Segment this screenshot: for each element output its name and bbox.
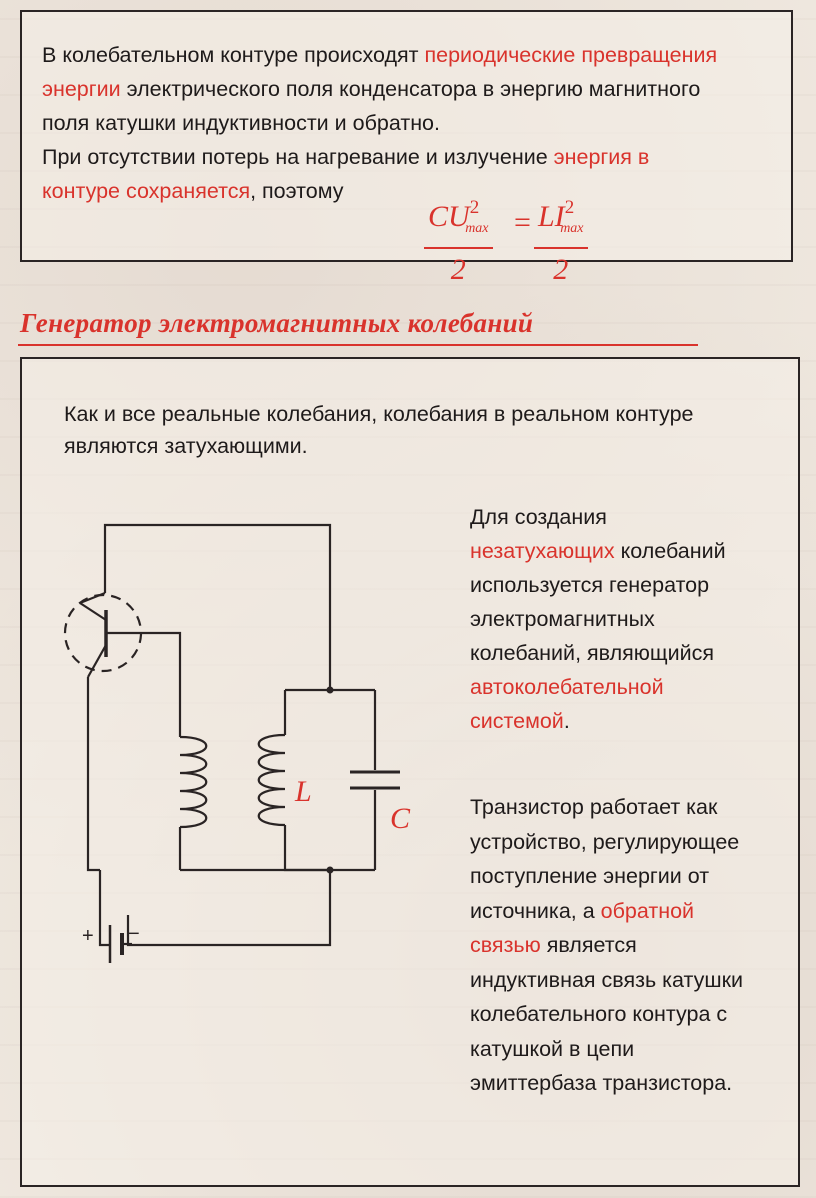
line-4: При отсутствии потерь на нагревание и из… xyxy=(42,145,650,169)
transistor-description: Транзистор работает как устройство, регу… xyxy=(470,795,744,1095)
tank-inductor-icon xyxy=(257,733,286,827)
generator-circuit-diagram: L C + − xyxy=(63,523,411,963)
generator-box xyxy=(20,357,800,1187)
highlight-undamped: незатухающих xyxy=(470,539,615,563)
equals-sign: = xyxy=(514,206,531,239)
highlight-system: системой xyxy=(470,709,564,733)
section-heading: Генератор электромагнитных колебаний xyxy=(20,308,534,338)
highlight-link: связью xyxy=(470,933,541,957)
generator-description: Для создания незатухающих колебаний испо… xyxy=(470,500,770,738)
inductor-energy-fraction: LI2max 2 xyxy=(534,190,588,291)
highlight-feedback: обратной xyxy=(600,898,695,923)
battery-plus-label: + xyxy=(82,925,94,947)
highlight-energy-in: энергия в xyxy=(553,145,650,169)
energy-formula: CU2max 2 = LI2max 2 xyxy=(424,190,624,286)
line-5: контуре сохраняется, поэтому xyxy=(42,179,344,203)
energy-conservation-box: В колебательном контуре происходят перио… xyxy=(20,10,793,286)
capacitor-energy-fraction: CU2max 2 xyxy=(424,190,493,291)
intro-text: Как и все реальные колебания, колебания … xyxy=(64,402,694,458)
highlight-self-oscillating: автоколебательной xyxy=(470,675,664,699)
capacitor-label: C xyxy=(390,802,411,835)
junction-dot xyxy=(326,866,334,874)
transistor-collector xyxy=(79,602,107,621)
highlight-periodic: периодические превращения xyxy=(424,43,718,67)
junction-dot xyxy=(326,686,334,694)
wire-top xyxy=(103,523,332,690)
line-1: В колебательном контуре происходят перио… xyxy=(42,43,718,67)
inductor-label: L xyxy=(294,775,312,808)
highlight-conserved: контуре сохраняется xyxy=(42,179,251,203)
feedback-coil-icon xyxy=(179,735,208,829)
highlight-energy: энергии xyxy=(42,77,121,101)
energy-conservation-text: В колебательном контуре происходят перио… xyxy=(42,38,782,208)
wire-base xyxy=(106,631,182,737)
line-3: поля катушки индуктивности и обратно. xyxy=(42,111,440,135)
heading-underline xyxy=(18,344,698,346)
transistor-emitter xyxy=(87,644,107,678)
battery-minus-label: − xyxy=(128,923,140,945)
line-2: энергии электрического поля конденсатора… xyxy=(42,77,701,101)
wire-bottom xyxy=(126,868,332,947)
